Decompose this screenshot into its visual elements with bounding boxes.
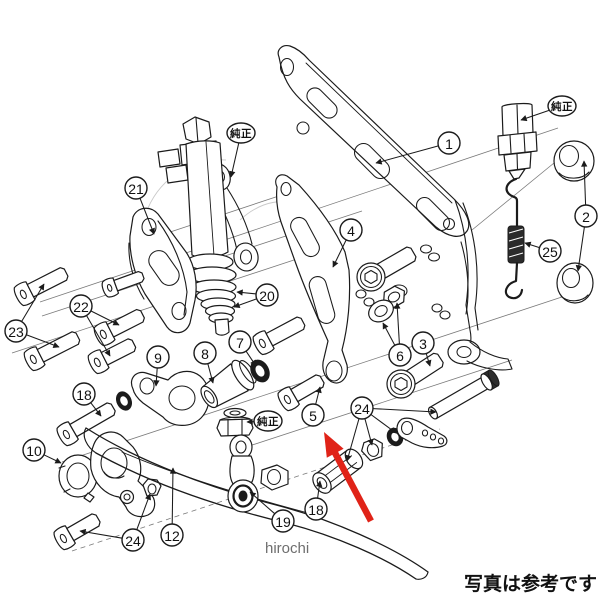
shock-absorber-part <box>157 116 259 336</box>
callout-21: 21 <box>124 176 155 235</box>
link-plate-9-part <box>130 370 210 426</box>
bolts-group <box>13 267 325 551</box>
bolt-23b <box>23 331 81 372</box>
callout-1: 1 <box>375 131 461 165</box>
callout-23: 23 <box>4 283 60 348</box>
nut-stack-6-part <box>368 284 408 323</box>
callout-5: 5 <box>301 386 325 427</box>
callout-number: 25 <box>542 244 558 260</box>
cable-end-part <box>497 102 538 180</box>
callout-18: 18 <box>72 382 102 417</box>
small-washers <box>355 244 451 320</box>
oem-badge-text: 純正 <box>551 100 573 113</box>
collar-2-bottom-part <box>556 262 594 304</box>
bolt-23a <box>13 267 69 307</box>
callout-number: 18 <box>76 387 92 403</box>
callout-25: 25 <box>524 239 562 263</box>
oem-badge-text: 純正 <box>230 127 252 140</box>
pivot-pin-part <box>427 369 500 420</box>
oem-badge: 純正 <box>246 410 283 432</box>
highlight-arrow <box>324 432 374 523</box>
callout-10: 10 <box>22 438 62 464</box>
callout-number: 5 <box>309 408 317 424</box>
washer-18-ring <box>115 391 133 411</box>
callout-number: 20 <box>259 288 275 304</box>
callout-number: 22 <box>73 299 89 315</box>
rod-end-part <box>216 407 259 513</box>
bracket-plate-4-part <box>275 174 351 384</box>
callout-7: 7 <box>228 330 257 367</box>
callout-20: 20 <box>233 283 279 309</box>
callout-3: 3 <box>411 331 435 367</box>
lever-arm-24-part <box>396 417 448 449</box>
callout-number: 3 <box>419 336 427 352</box>
callout-number: 10 <box>26 443 42 459</box>
callout-2: 2 <box>574 160 598 272</box>
callout-6: 6 <box>382 302 412 367</box>
callout-number: 1 <box>445 136 453 152</box>
callout-8: 8 <box>193 341 217 384</box>
bolt-22b <box>87 338 137 375</box>
oem-badge: 純正 <box>226 122 256 178</box>
callout-9: 9 <box>146 345 170 387</box>
bolt-22-small <box>101 270 145 298</box>
socket-bolt-6-part <box>356 246 417 292</box>
callout-number: 12 <box>164 528 180 544</box>
callout-number: 6 <box>396 348 404 364</box>
carrier-plate-part <box>90 431 162 518</box>
bolt-18-left <box>56 402 116 447</box>
socket-bolt-3-part <box>386 352 444 399</box>
callout-number: 8 <box>201 346 209 362</box>
caption-text: 写真は参考です <box>464 572 597 595</box>
callout-number: 9 <box>154 350 162 366</box>
callout-number: 2 <box>582 209 590 225</box>
red-arrow-shaft <box>330 448 374 523</box>
bolt-22a <box>93 308 145 347</box>
bolt-5 <box>277 374 325 412</box>
callout-24: 24 <box>79 493 151 552</box>
bracket-plate-1-part <box>277 45 470 237</box>
watermark-text: hirochi <box>265 540 309 557</box>
callout-24: 24 <box>345 396 437 462</box>
collar-2-top-part <box>553 140 595 182</box>
bolt-7 <box>252 316 306 356</box>
red-arrow-head <box>324 432 344 458</box>
hex-nut-19-part <box>260 464 289 491</box>
callout-number: 19 <box>275 514 291 530</box>
collar-8-part <box>200 359 257 409</box>
support-bracket-right-part <box>447 199 513 371</box>
callout-19: 19 <box>249 491 295 533</box>
callout-18: 18 <box>304 480 328 521</box>
hex-nut-24-part <box>361 438 383 462</box>
callout-number: 24 <box>354 401 370 417</box>
callout-number: 4 <box>347 223 355 239</box>
callout-12: 12 <box>160 467 184 547</box>
oem-badge: 純正 <box>520 95 577 122</box>
callout-number: 18 <box>308 502 324 518</box>
return-spring-25-part <box>504 177 525 300</box>
callout-number: 21 <box>128 181 144 197</box>
oem-badge-text: 純正 <box>257 415 279 428</box>
callout-4: 4 <box>332 218 363 268</box>
bolt-24-left <box>53 513 101 551</box>
callout-number: 24 <box>125 533 141 549</box>
callout-number: 7 <box>236 335 244 351</box>
callout-22: 22 <box>69 294 120 357</box>
callout-number: 23 <box>8 324 24 340</box>
